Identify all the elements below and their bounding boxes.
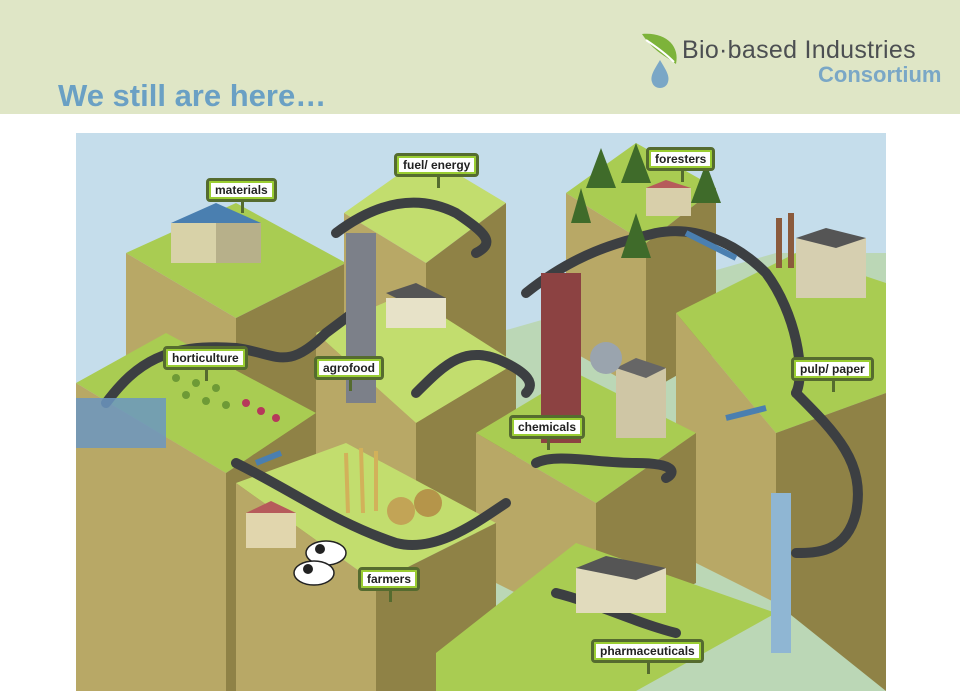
label-chemicals: chemicals: [509, 415, 586, 450]
label-farmers: farmers: [358, 567, 421, 602]
logo-line-2: Consortium: [818, 62, 942, 87]
bbi-logo: Bio·based Industries Consortium: [636, 30, 950, 92]
slide-title: We still are here…: [58, 78, 327, 113]
label-horticulture: horticulture: [163, 346, 248, 381]
leaf-drop-icon: [642, 33, 677, 88]
landscape-art: [76, 133, 886, 691]
label-pulp-paper: pulp/ paper: [791, 357, 874, 392]
label-agrofood: agrofood: [314, 356, 384, 391]
logo-line-1: Bio·based Industries: [682, 36, 916, 64]
header-band: [0, 0, 960, 114]
label-foresters: foresters: [646, 147, 716, 182]
value-chain-illustration: materials fuel/ energy foresters horticu…: [76, 133, 886, 691]
label-pharmaceuticals: pharmaceuticals: [591, 639, 704, 674]
label-fuel-energy: fuel/ energy: [394, 153, 480, 188]
label-materials: materials: [206, 178, 277, 213]
